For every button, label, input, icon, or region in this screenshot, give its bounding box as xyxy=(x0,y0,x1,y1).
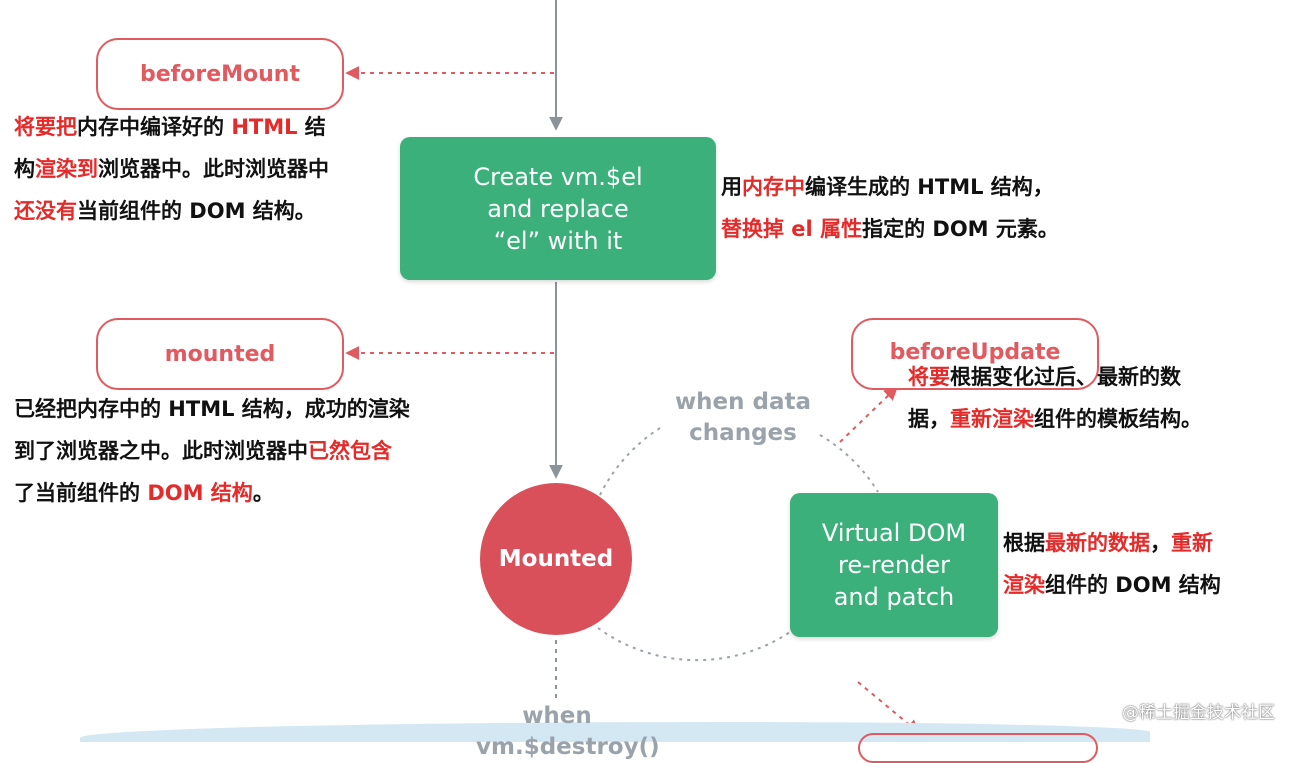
note-line: 用内存中编译生成的 HTML 结构， xyxy=(721,166,1059,208)
note-highlight: 重新 xyxy=(1171,531,1213,555)
when-data-changes-line-2: changes xyxy=(689,420,797,446)
note-text: 当前组件的 DOM 结构。 xyxy=(77,199,316,223)
update-cycle-bottom xyxy=(597,627,791,662)
virtual-dom-line-2: re-render xyxy=(838,551,950,579)
when-data-changes-label: when data changes xyxy=(662,387,824,449)
when-destroy-line-2: vm.$destroy() xyxy=(476,734,660,760)
when-destroy-label: when vm.$destroy() xyxy=(476,701,660,763)
note-text: 已经把内存中的 HTML 结构，成功的渲染 xyxy=(14,397,410,421)
note-text: 组件的 DOM 结构 xyxy=(1045,573,1221,597)
note-highlight: HTML xyxy=(231,115,298,139)
note-highlight: 替换掉 el 属性 xyxy=(721,217,863,241)
note-text: 。 xyxy=(252,481,274,505)
update-cycle xyxy=(599,427,661,496)
when-destroy-line-1: when xyxy=(522,703,592,729)
note-virtual-dom: 根据最新的数据，重新渲染组件的 DOM 结构 xyxy=(1003,522,1221,606)
note-highlight: 已然包含 xyxy=(308,439,392,463)
note-highlight: 渲染到 xyxy=(35,157,98,181)
virtual-dom-line-1: Virtual DOM xyxy=(821,519,967,547)
hook-before-update: beforeUpdate xyxy=(851,318,1099,390)
watermark: @稀土掘金技术社区 xyxy=(1122,703,1275,723)
note-before-mount: 将要把内存中编译好的 HTML 结构渲染到浏览器中。此时浏览器中还没有当前组件的… xyxy=(14,106,329,232)
note-text: 用 xyxy=(721,175,742,199)
note-highlight: 渲染 xyxy=(1003,573,1045,597)
note-line: 将要把内存中编译好的 HTML 结 xyxy=(14,106,329,148)
note-text: 根据变化过后、最新的数 xyxy=(950,365,1181,389)
arrow-before-update xyxy=(839,386,899,443)
note-text: 构 xyxy=(14,157,35,181)
update-cycle-right xyxy=(819,434,879,493)
note-line: 构渲染到浏览器中。此时浏览器中 xyxy=(14,148,329,190)
hook-updated-partial xyxy=(858,733,1098,763)
note-line: 还没有当前组件的 DOM 结构。 xyxy=(14,190,329,232)
bottom-wave-decoration xyxy=(80,722,1150,742)
note-highlight: 将要 xyxy=(908,365,950,389)
create-el-line-2: and replace xyxy=(487,194,629,223)
note-text: 指定的 DOM 元素。 xyxy=(862,217,1059,241)
virtual-dom-line-3: and patch xyxy=(833,583,955,611)
note-highlight: 最新的数据 xyxy=(1045,531,1150,555)
when-data-changes-line-1: when data xyxy=(674,389,812,415)
note-text: ， xyxy=(1150,531,1171,555)
hook-mounted: mounted xyxy=(96,318,344,390)
create-el-line-1: Create vm.$el xyxy=(473,162,643,191)
note-text: 据， xyxy=(908,407,950,431)
note-line: 替换掉 el 属性指定的 DOM 元素。 xyxy=(721,208,1059,250)
note-text: 编译生成的 HTML 结构， xyxy=(805,175,1054,199)
note-text: 根据 xyxy=(1003,531,1045,555)
virtual-dom-box: Virtual DOM re-render and patch xyxy=(790,493,998,637)
note-line: 到了浏览器之中。此时浏览器中已然包含 xyxy=(14,430,410,472)
note-line: 已经把内存中的 HTML 结构，成功的渲染 xyxy=(14,388,410,430)
note-line: 了当前组件的 DOM 结构。 xyxy=(14,472,410,514)
note-line: 根据最新的数据，重新 xyxy=(1003,522,1221,564)
note-highlight: 内存中 xyxy=(742,175,805,199)
mounted-circle: Mounted xyxy=(480,483,632,635)
note-line: 据，重新渲染组件的模板结构。 xyxy=(908,398,1202,440)
hook-before-mount: beforeMount xyxy=(96,38,344,110)
note-highlight: 将要把 xyxy=(14,115,77,139)
note-highlight: 重新渲染 xyxy=(950,407,1034,431)
note-before-update: 将要根据变化过后、最新的数据，重新渲染组件的模板结构。 xyxy=(908,356,1202,440)
note-text: 到了浏览器之中。此时浏览器中 xyxy=(14,439,308,463)
note-text: 了当前组件的 xyxy=(14,481,148,505)
note-line: 渲染组件的 DOM 结构 xyxy=(1003,564,1221,606)
note-text: 组件的模板结构。 xyxy=(1034,407,1202,431)
note-create-el: 用内存中编译生成的 HTML 结构，替换掉 el 属性指定的 DOM 元素。 xyxy=(721,166,1059,250)
note-text: 结 xyxy=(297,115,326,139)
note-highlight: 还没有 xyxy=(14,199,77,223)
create-el-line-3: “el” with it xyxy=(493,226,623,255)
note-highlight: DOM 结构 xyxy=(147,481,253,505)
note-text: 内存中编译好的 xyxy=(77,115,232,139)
note-line: 将要根据变化过后、最新的数 xyxy=(908,356,1202,398)
note-mounted: 已经把内存中的 HTML 结构，成功的渲染到了浏览器之中。此时浏览器中已然包含了… xyxy=(14,388,410,514)
create-el-box: Create vm.$el and replace “el” with it xyxy=(400,137,716,280)
note-text: 浏览器中。此时浏览器中 xyxy=(98,157,329,181)
